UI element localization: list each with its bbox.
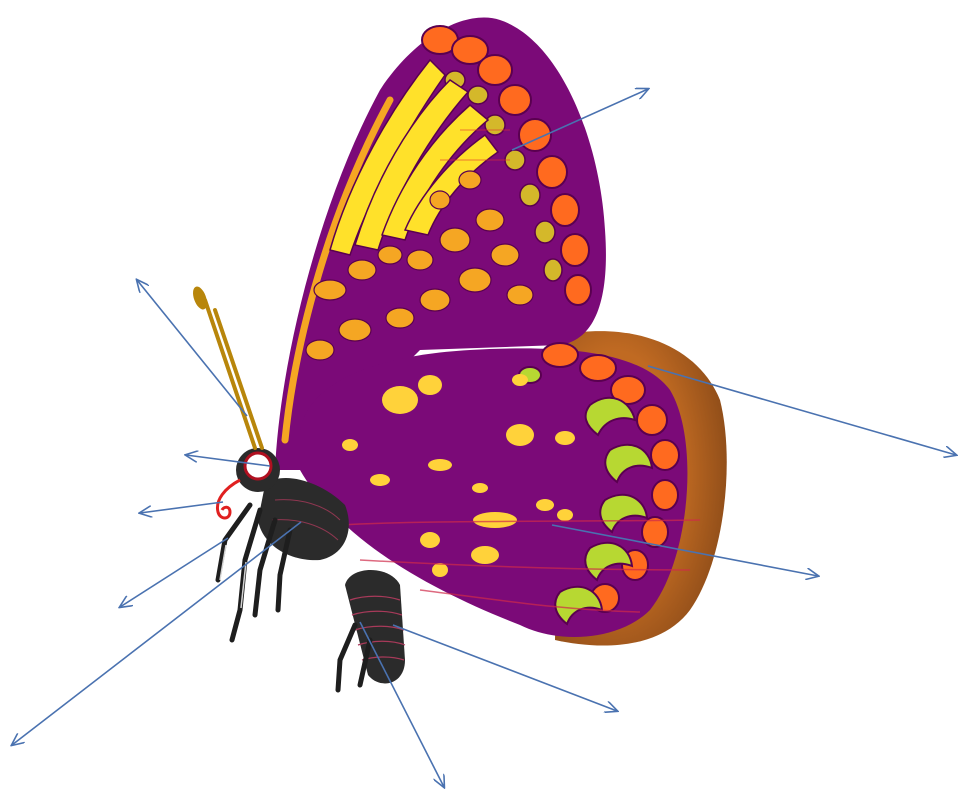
- proboscis: [217, 480, 240, 518]
- arrow-antenna: [137, 280, 247, 416]
- butterfly-illustration: [190, 18, 726, 690]
- arrow-foreleg: [120, 538, 228, 607]
- arrow-thorax: [12, 522, 301, 745]
- arrow-proboscis: [140, 502, 223, 513]
